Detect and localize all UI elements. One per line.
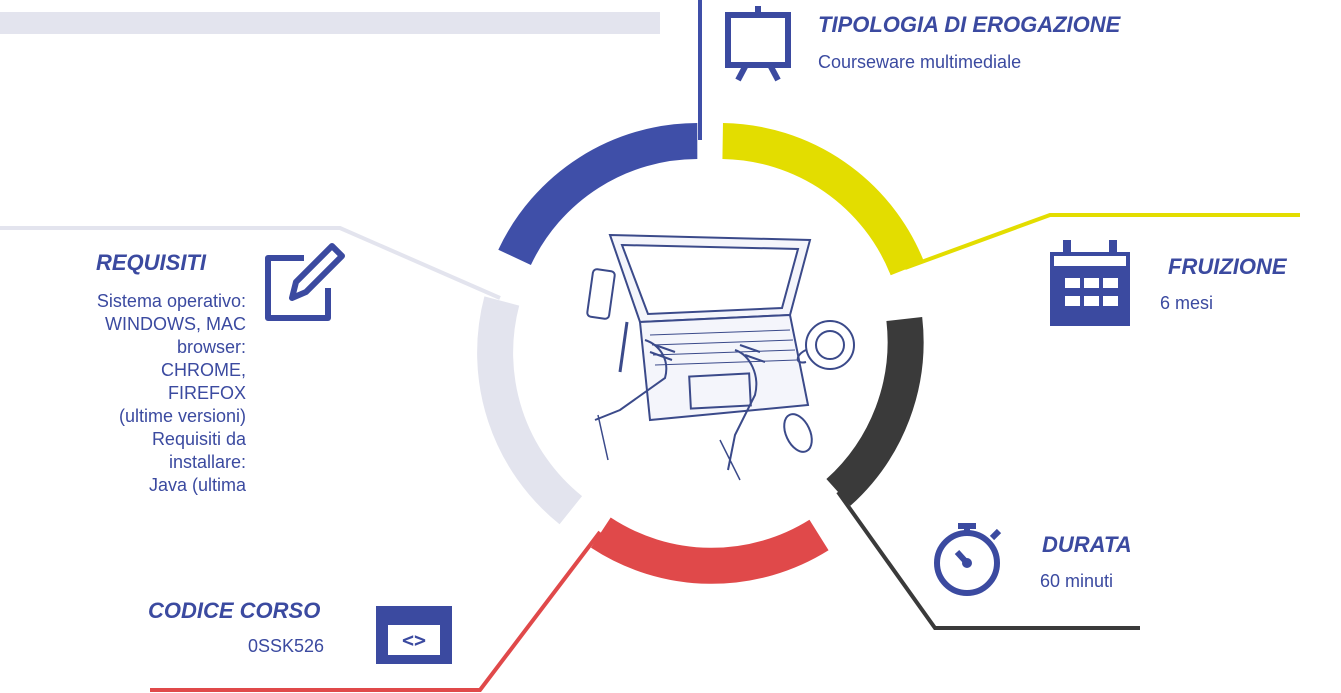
code-window-icon — [376, 606, 452, 664]
requisiti-title: REQUISITI — [96, 250, 207, 275]
requisiti-line: WINDOWS, MAC — [105, 314, 246, 334]
top-gray-bar — [0, 12, 660, 34]
durata-value: 60 minuti — [1040, 571, 1114, 591]
requisiti-line: installare: — [168, 452, 246, 472]
ring-segment-yellow — [722, 123, 925, 276]
requisiti-line: Sistema operativo: — [96, 291, 246, 311]
codice-title: CODICE CORSO — [148, 598, 321, 623]
ring-segment-dark — [826, 316, 924, 506]
edit-icon — [265, 243, 345, 321]
requisiti-line: CHROME, — [161, 360, 246, 380]
connector-yellow — [904, 213, 1300, 270]
stopwatch-icon — [934, 523, 1002, 596]
requisiti-text: Sistema operativo: WINDOWS, MAC browser:… — [20, 290, 246, 538]
durata-title: DURATA — [1042, 532, 1132, 557]
ring-segment-gray — [477, 296, 583, 525]
codice-value: 0SSK526 — [248, 636, 325, 656]
connector-red — [150, 530, 602, 692]
tipologia-value: Courseware multimediale — [818, 52, 1022, 72]
fruizione-title: FRUIZIONE — [1168, 254, 1287, 279]
connector-dark — [836, 490, 1140, 630]
requisiti-line: Requisiti da — [151, 429, 246, 449]
presentation-board-icon — [725, 6, 791, 82]
laptop-sketch-illustration — [536, 171, 880, 515]
requisiti-line: Java (ultima — [148, 475, 246, 495]
ring-segment-red — [590, 517, 829, 584]
fruizione-value: 6 mesi — [1160, 293, 1214, 313]
ring-segment-blue — [498, 123, 698, 266]
connector-gray — [0, 226, 501, 300]
calendar-icon — [1050, 240, 1130, 326]
requisiti-line: browser: — [176, 337, 246, 357]
requisiti-line: FIREFOX — [167, 383, 246, 403]
requisiti-line: (ultime versioni) — [118, 406, 246, 426]
code-brackets-glyph: <> — [401, 628, 427, 652]
tipologia-title: TIPOLOGIA DI EROGAZIONE — [818, 12, 1121, 37]
